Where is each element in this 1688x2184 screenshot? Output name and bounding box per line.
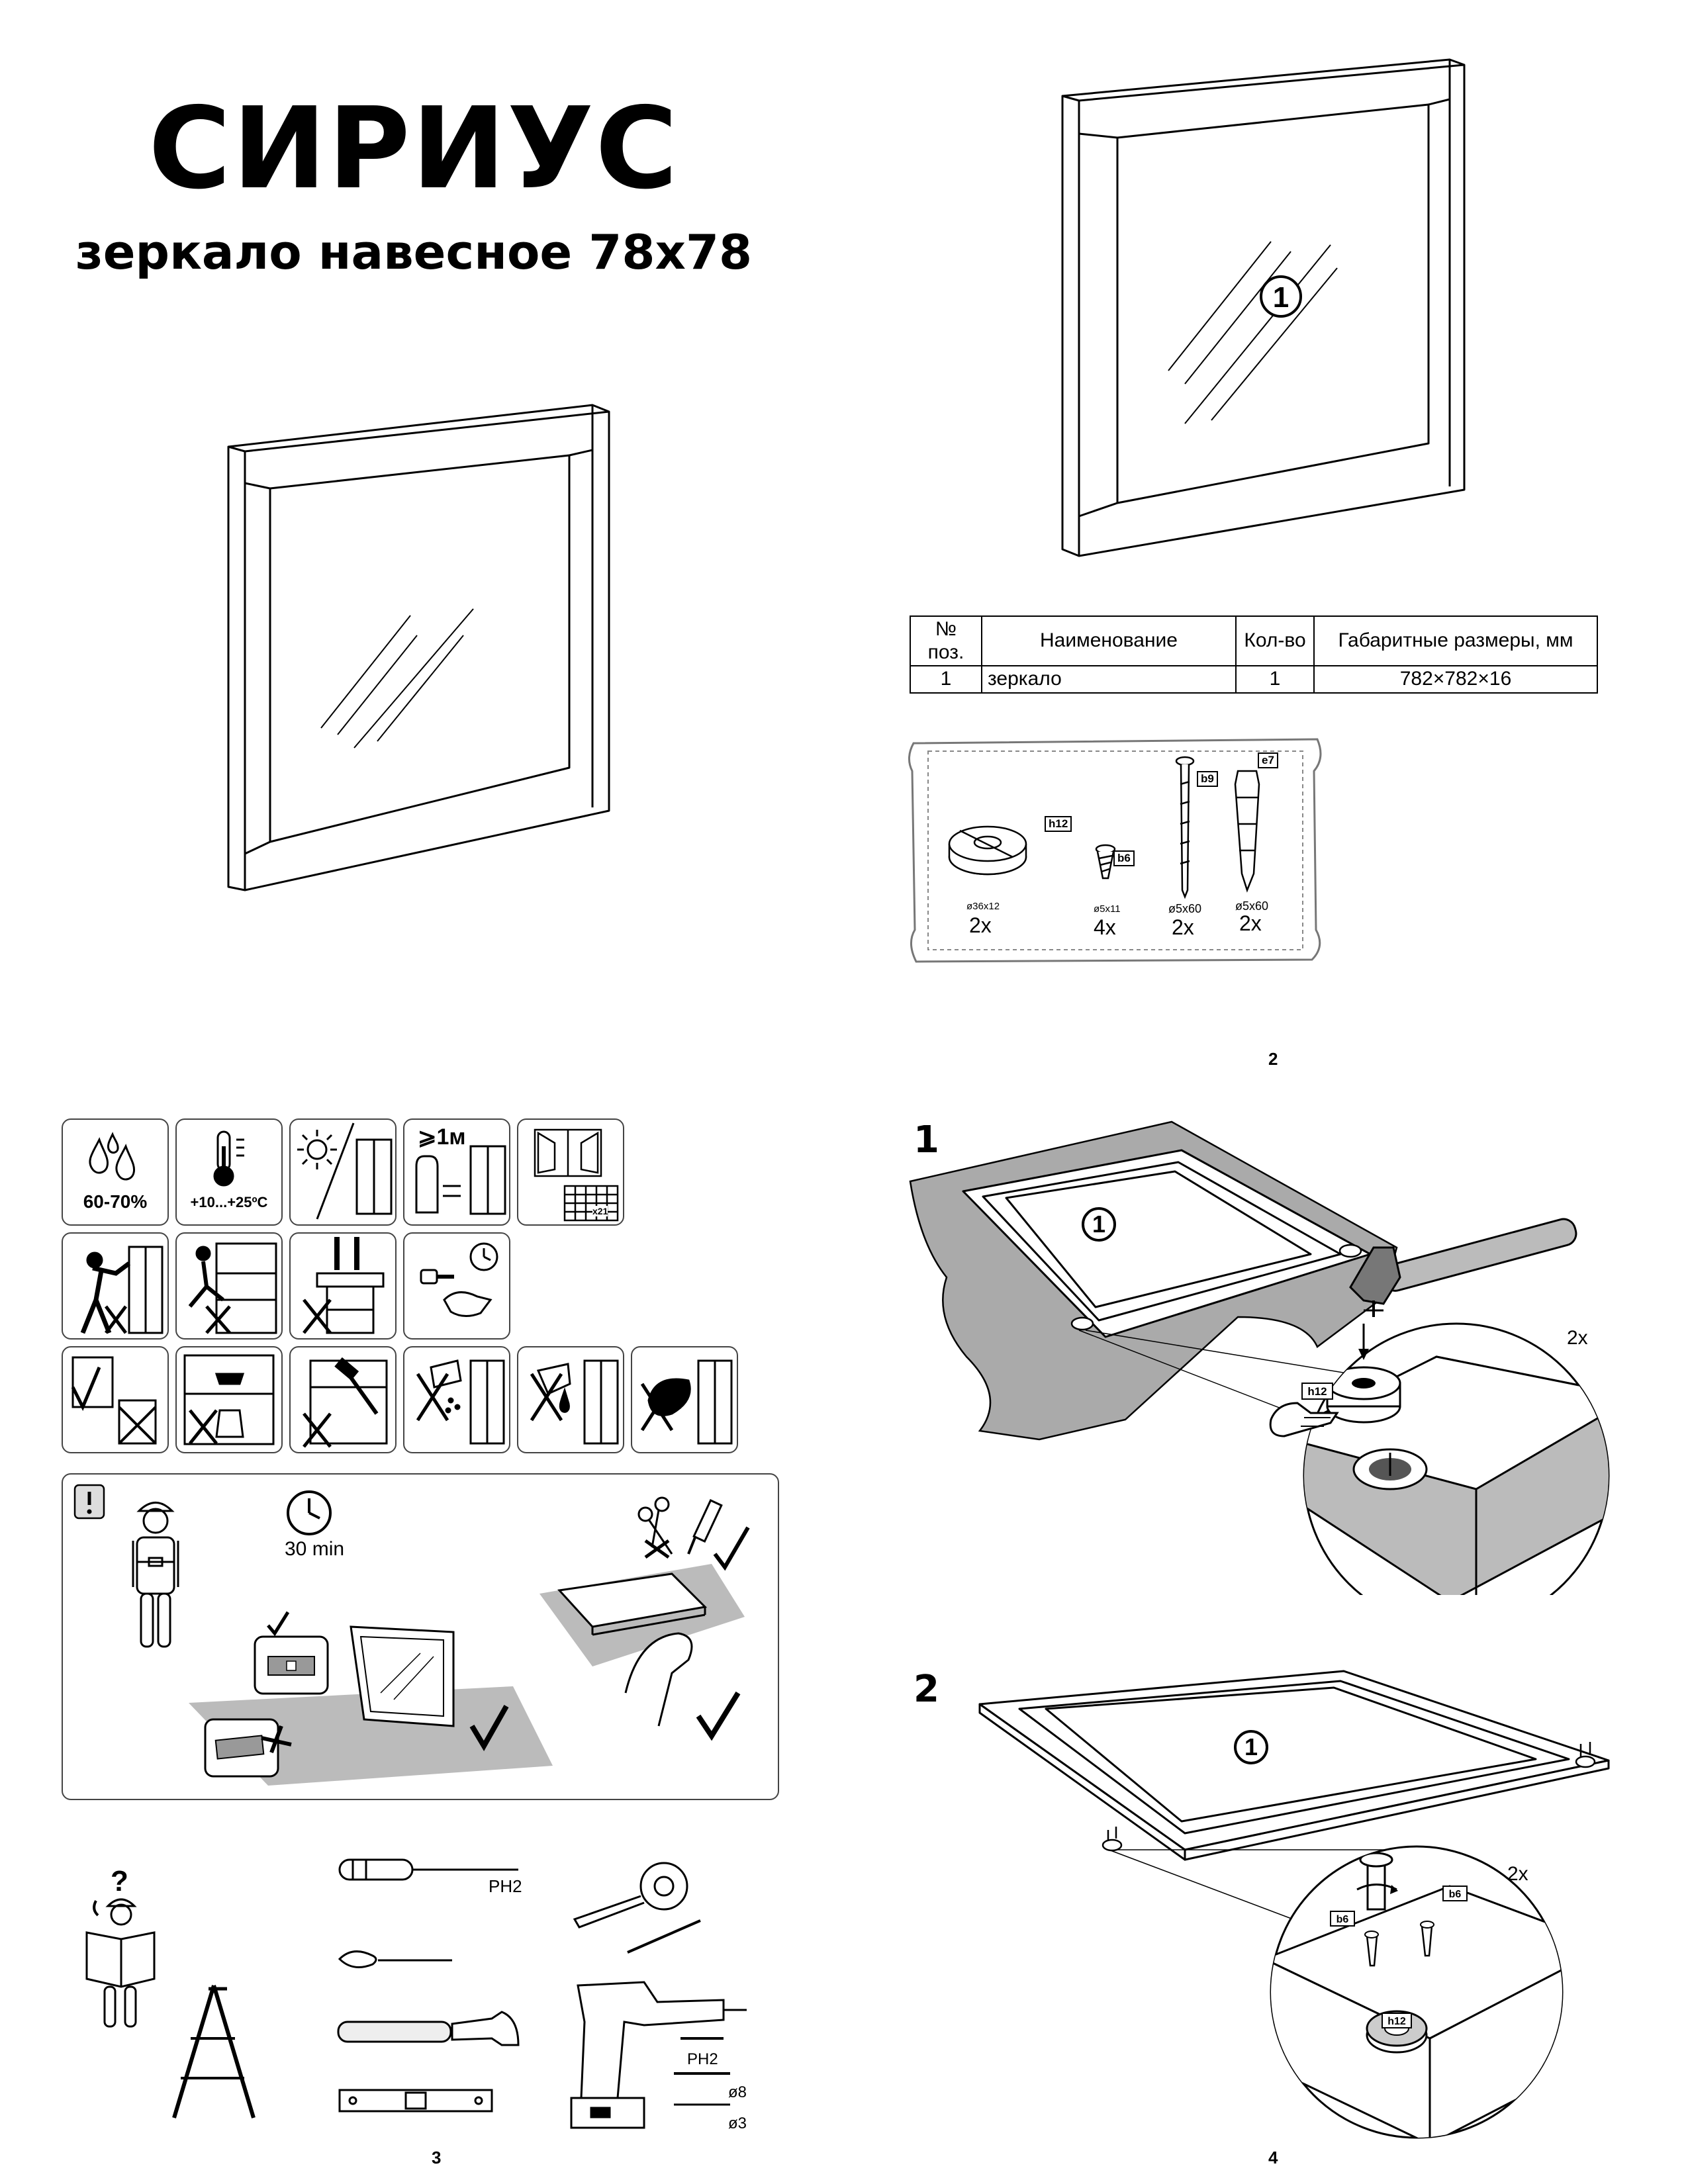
hardware-qty-h12: 2x (969, 913, 992, 937)
tools-illustration (85, 1858, 747, 2129)
humidity-label: 60-70% (83, 1191, 148, 1212)
no-sponge-cleaning-icon (631, 1346, 738, 1453)
hardware-size-b6: ø5x11 (1094, 903, 1121, 915)
screwdriver-bit-label: PH2 (489, 1876, 522, 1896)
hardware-size-h12: ø36x12 (966, 901, 1000, 912)
drill-bit-label: PH2 (687, 2050, 718, 2068)
hardware-size-e7: ø5x60 (1235, 899, 1269, 913)
step-2-illustration: 1 b6 b6 h12 (978, 1670, 1610, 2139)
hardware-code-b6: b6 (1113, 850, 1135, 866)
step-2-part-label: 1 (1244, 1733, 1258, 1760)
question-mark: ? (111, 1865, 128, 1897)
step-1-fitting-badge: h12 (1307, 1385, 1327, 1398)
mirror-cover-illustration (227, 404, 610, 891)
cell-name: зеркало (981, 665, 1237, 694)
product-title: СИРИУС (148, 83, 679, 214)
no-abrasive-cleaner-icon (403, 1346, 510, 1453)
preparation-time-label: 30 min (285, 1538, 345, 1560)
hardware-qty-b6: 4x (1094, 915, 1116, 939)
parts-table: № поз. Наименование Кол-во Габаритные ра… (910, 615, 1598, 694)
tighten-periodically-icon (403, 1232, 510, 1340)
step-1-count: 2x (1567, 1327, 1588, 1349)
page-number-2: 2 (1268, 1049, 1278, 1069)
hardware-size-b9: ø5x60 (1168, 902, 1202, 915)
hardware-code-h12: h12 (1045, 816, 1072, 832)
do-not-lean-icon (62, 1232, 169, 1340)
column-header: Габаритные размеры, мм (1313, 615, 1598, 666)
check-door-alignment-icon (62, 1346, 169, 1453)
table-row: 1 зеркало 1 782×782×16 (910, 665, 1598, 694)
no-hammer-hits-icon (289, 1346, 397, 1453)
ventilation-grid-icon: x21 (517, 1118, 624, 1226)
cell-qty: 1 (1235, 665, 1315, 694)
cell-pos: 1 (910, 665, 982, 694)
hardware-qty-b9: 2x (1172, 915, 1194, 939)
mirror-part-illustration: 1 (1061, 58, 1466, 557)
do-not-sit-icon (289, 1232, 397, 1340)
hardware-code-b9: b9 (1197, 771, 1218, 787)
product-subtitle: зеркало навесное 78x78 (75, 224, 753, 280)
step-2-badge-b6-left: b6 (1336, 1914, 1349, 1925)
drill-diameter-8-label: ø8 (728, 2083, 747, 2101)
no-heavy-load-icon (175, 1346, 283, 1453)
hardware-bag: h12 b6 b9 e7 ø36x12 2x ø5x11 4x ø5x60 2x… (907, 731, 1331, 970)
step-2-number: 2 (914, 1668, 939, 1711)
temperature-label: +10...+25ºC (190, 1194, 268, 1210)
drill-diameter-3-label: ø3 (728, 2115, 747, 2132)
thermometer-icon: +10...+25ºC (175, 1118, 283, 1226)
hardware-code-e7: e7 (1258, 752, 1278, 768)
cell-dims: 782×782×16 (1313, 665, 1598, 694)
column-header: Наименование (981, 615, 1237, 666)
preparation-panel: 30 min (62, 1473, 779, 1800)
grid-count-label: x21 (592, 1206, 608, 1216)
humidity-icon: 60-70% (62, 1118, 169, 1226)
part-1-marker-circle (1260, 275, 1302, 318)
page-number-4: 4 (1268, 2148, 1278, 2167)
step-1-part-label: 1 (1092, 1210, 1105, 1238)
sunlight-icon (289, 1118, 397, 1226)
step-1-illustration: 1 h12 (909, 1120, 1610, 1595)
step-1-number: 1 (914, 1118, 939, 1161)
distance-label: ⩾1м (418, 1124, 466, 1150)
do-not-climb-icon (175, 1232, 283, 1340)
column-header: № поз. (910, 615, 982, 666)
heater-distance-icon: ⩾1м (403, 1118, 510, 1226)
step-2-badge-h12: h12 (1387, 2016, 1406, 2027)
step-2-badge-b6-right: b6 (1449, 1889, 1462, 1900)
part-1-marker-label: 1 (1273, 281, 1289, 314)
table-header-row: № поз. Наименование Кол-во Габаритные ра… (910, 615, 1598, 666)
no-liquids-icon (517, 1346, 624, 1453)
column-header: Кол-во (1235, 615, 1315, 666)
page-number-3: 3 (432, 2148, 442, 2167)
step-2-count: 2x (1507, 1863, 1528, 1885)
hardware-qty-e7: 2x (1239, 911, 1262, 935)
